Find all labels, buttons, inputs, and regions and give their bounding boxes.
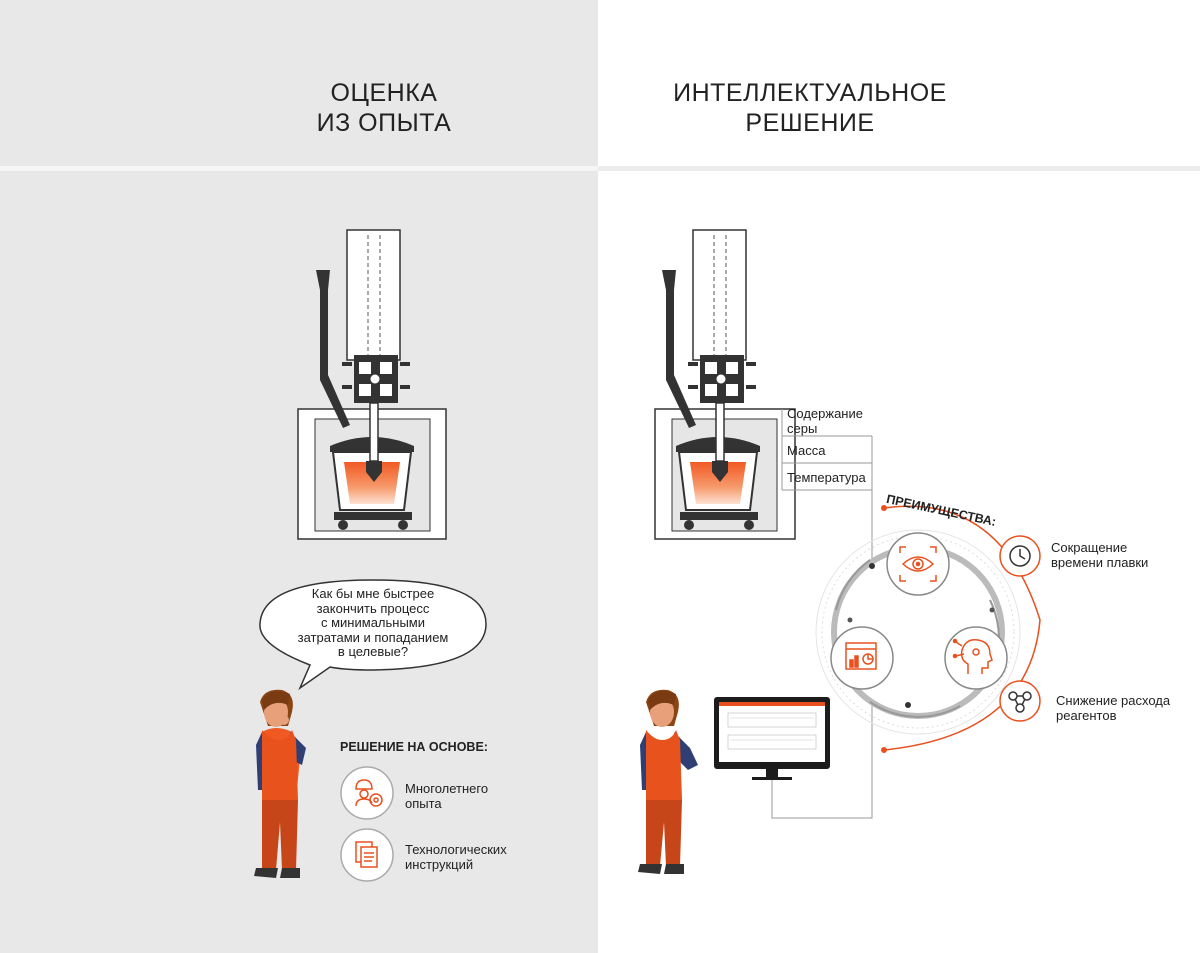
analytics-icon (845, 642, 877, 670)
basis-item-instructions: Технологических инструкций (405, 842, 507, 872)
bubble-text: Как бы мне быстрее закончить процесс с м… (297, 586, 449, 660)
right-header-divider (598, 166, 1200, 171)
worker-right (638, 689, 698, 874)
left-header-divider (0, 166, 598, 171)
param-sulfur: Содержание серы (787, 406, 863, 436)
ai-head-icon (952, 638, 993, 674)
advantage-item-reagents: Снижение расхода реагентов (1056, 693, 1171, 723)
ladle-station-left (297, 229, 447, 540)
cycle-node-right (944, 626, 1008, 690)
param-callout-lines (781, 409, 873, 566)
worker-left (254, 689, 306, 878)
left-header (0, 0, 598, 166)
speech-bubble (259, 579, 487, 691)
clock-icon (1009, 545, 1031, 567)
advantage-item-time: Сокращение времени плавки (1051, 540, 1149, 570)
basis-heading: РЕШЕНИЕ НА ОСНОВЕ: (340, 740, 488, 754)
ladle-station-right (654, 229, 796, 540)
cycle-node-left (830, 626, 894, 690)
basis-circle-1 (340, 766, 394, 820)
basis-item-experience: Многолетнего опыта (405, 781, 489, 811)
worker-gear-icon (355, 779, 383, 807)
molecule-icon (1008, 691, 1032, 713)
advantage-circle-2 (999, 680, 1041, 722)
param-temperature: Температура (787, 470, 866, 485)
right-header (598, 0, 1200, 166)
monitor (714, 697, 873, 819)
documents-icon (355, 841, 378, 868)
eye-target-icon (899, 546, 937, 582)
param-mass: Масса (787, 443, 826, 458)
